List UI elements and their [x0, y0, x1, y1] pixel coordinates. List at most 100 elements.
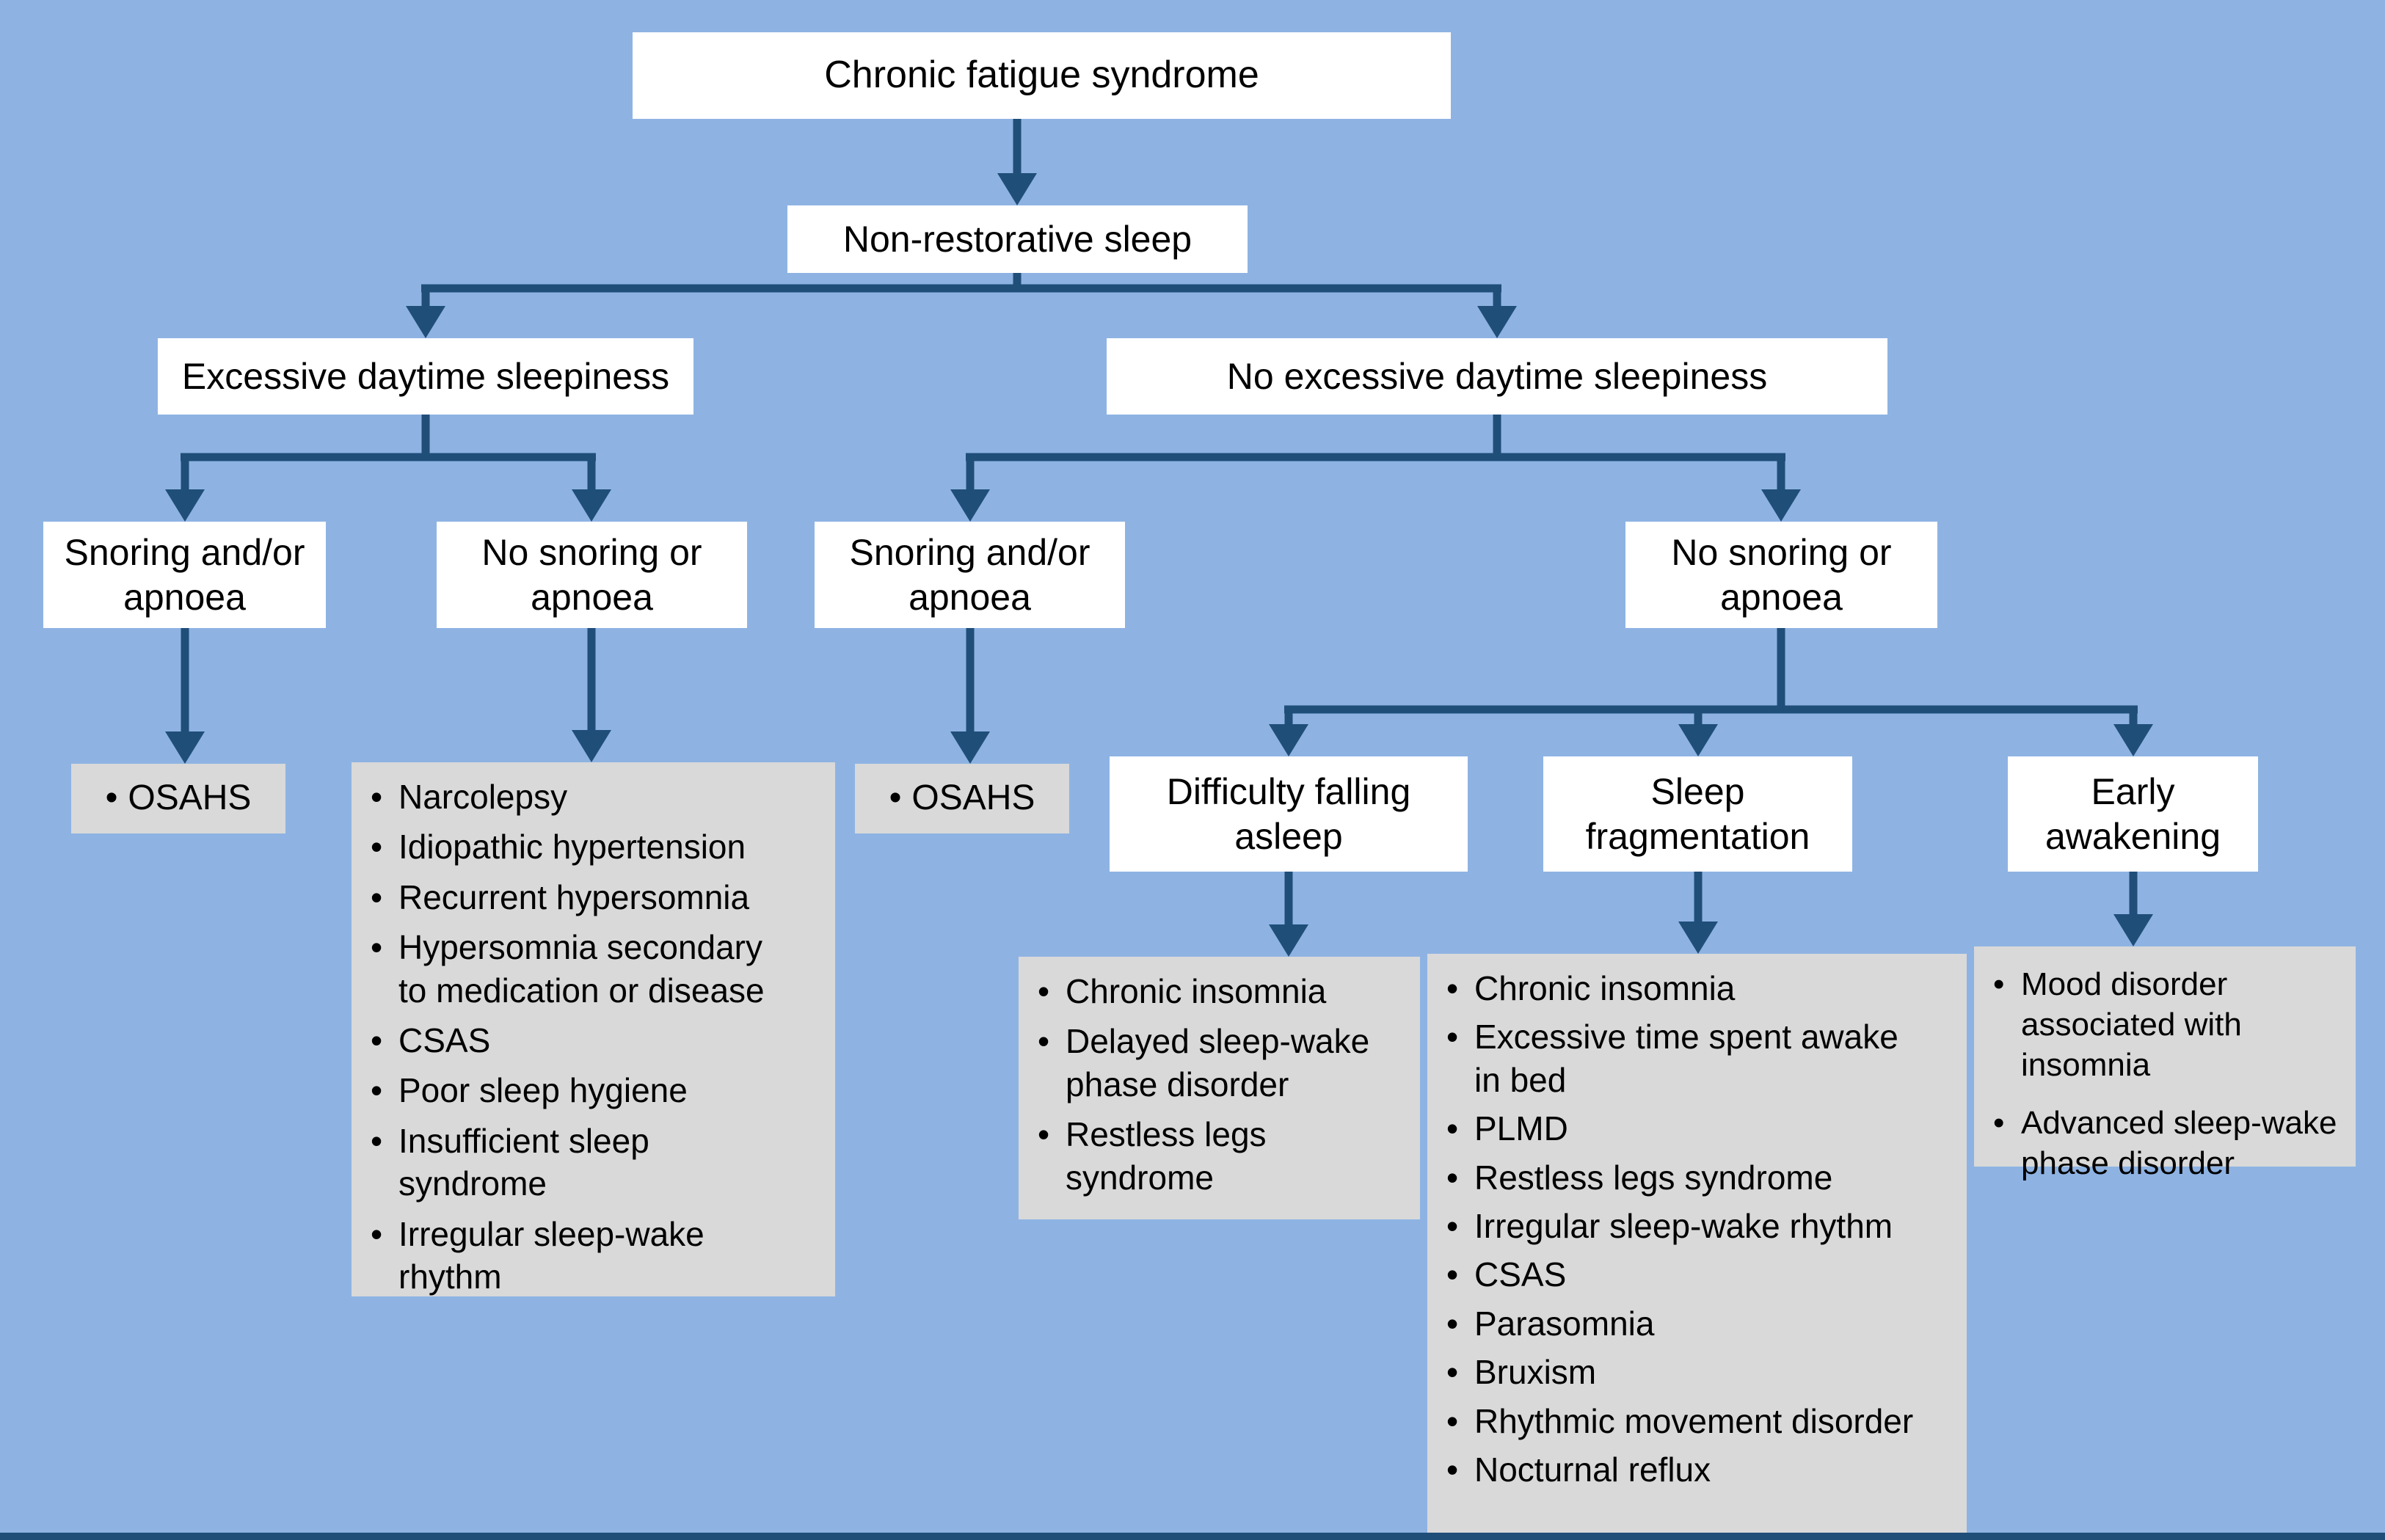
list-item-text: PLMD	[1474, 1109, 1568, 1148]
node-snoring-apnoea-left: Snoring and/or apnoea	[43, 522, 326, 628]
arrowhead-icon	[1678, 724, 1718, 756]
list-item: • Parasomnia	[1446, 1302, 1956, 1345]
list-item-text: Nocturnal reflux	[1474, 1450, 1711, 1489]
bullet-icon: •	[1446, 1353, 1459, 1392]
node-label: Early awakening	[2044, 770, 2221, 857]
arrowhead-icon	[997, 173, 1037, 205]
result-fragmentation-list: • Chronic insomnia • Excessive time spent a…	[1427, 954, 1967, 1536]
list-item: • Irregular sleep-wake rhythm	[1446, 1205, 1956, 1247]
bullet-icon: •	[1446, 1158, 1459, 1197]
list-item: • Recurrent hypersomnia	[371, 876, 825, 919]
list-item-text: Narcolepsy	[398, 778, 568, 816]
arrowhead-icon	[165, 489, 205, 522]
list-item-text: Recurrent hypersomnia	[398, 877, 750, 916]
list-item-text: Delayed sleep-wake phase disorder	[1066, 1022, 1370, 1103]
list-item-text: Excessive time spent awake in bed	[1474, 1018, 1898, 1099]
bullet-icon: •	[371, 1214, 383, 1253]
node-label: Excessive daytime sleepiness	[181, 355, 670, 397]
bullet-icon: •	[1446, 1018, 1459, 1057]
bullet-icon: •	[371, 1071, 383, 1110]
list-item: • Idiopathic hypertension	[371, 825, 825, 868]
result-difficulty-list: •Chronic insomnia • Delayed sleep-wake pha…	[1019, 957, 1420, 1219]
list-item-text: Parasomnia	[1474, 1304, 1655, 1343]
arrowhead-icon	[406, 306, 445, 338]
list-item-text: Idiopathic hypertension	[398, 828, 746, 866]
list-item-text: Hypersomnia secondary to medication or d…	[398, 928, 765, 1010]
list-item: •Restless legs syndrome	[1038, 1113, 1410, 1199]
bullet-icon: •	[1446, 969, 1459, 1007]
bullet-icon: •	[1993, 1105, 2005, 1141]
node-no-excessive-daytime-sleepiness: No excessive daytime sleepiness	[1107, 338, 1887, 415]
bullet-icon: •	[1993, 966, 2005, 1002]
list-item-text: Rhythmic movement disorder	[1474, 1401, 1914, 1440]
list-item: • CSAS	[1446, 1253, 1956, 1296]
list-item: • Advanced sleep-wake phase disorder	[1993, 1103, 2345, 1183]
list-item-text: Irregular sleep-wake rhythm	[1474, 1207, 1893, 1246]
node-label: Snoring and/or apnoea	[64, 531, 305, 618]
node-label: Snoring and/or apnoea	[849, 531, 1090, 618]
list-item: •PLMD	[1446, 1107, 1956, 1150]
list-item-text: CSAS	[398, 1021, 491, 1060]
node-label: Sleep fragmentation	[1585, 770, 1810, 857]
list-item-text: CSAS	[1474, 1255, 1567, 1294]
node-label: No excessive daytime sleepiness	[1226, 355, 1768, 397]
list-item: •Chronic insomnia	[1038, 970, 1410, 1012]
arrowhead-icon	[2113, 914, 2153, 946]
list-item-text: Bruxism	[1474, 1353, 1597, 1392]
arrowhead-icon	[1477, 306, 1517, 338]
list-item: •Poor sleep hygiene	[371, 1069, 825, 1112]
list-item: •OSAHS	[106, 776, 252, 821]
result-osahs-mid: •OSAHS	[855, 764, 1069, 833]
list-item: • Bruxism	[1446, 1351, 1956, 1393]
bullet-icon: •	[1446, 1304, 1459, 1343]
bullet-icon: •	[889, 778, 902, 818]
list-item-text: Restless legs syndrome	[1066, 1115, 1267, 1197]
list-item: • Irregular sleep-wake rhythm	[371, 1213, 825, 1299]
node-no-snoring-apnoea-left: No snoring or apnoea	[437, 522, 747, 628]
bullet-icon: •	[1446, 1255, 1459, 1294]
bullet-icon: •	[1446, 1207, 1459, 1246]
arrowhead-icon	[1678, 922, 1718, 954]
node-label: No snoring or apnoea	[481, 531, 702, 618]
list-item: • Restless legs syndrome	[1446, 1156, 1956, 1199]
bullet-icon: •	[1038, 1022, 1050, 1061]
arrowhead-icon	[1269, 924, 1308, 957]
list-item: •CSAS	[371, 1019, 825, 1062]
node-no-snoring-apnoea-right: No snoring or apnoea	[1625, 522, 1937, 628]
arrowhead-icon	[2113, 724, 2153, 756]
node-snoring-apnoea-mid: Snoring and/or apnoea	[815, 522, 1125, 628]
node-sleep-fragmentation: Sleep fragmentation	[1543, 756, 1852, 872]
list-item-text: Chronic insomnia	[1474, 969, 1736, 1007]
bullet-icon: •	[1446, 1401, 1459, 1440]
list-item-text: Restless legs syndrome	[1474, 1158, 1833, 1197]
list-item: • Mood disorder associated with insomnia	[1993, 964, 2345, 1085]
bottom-border-line	[0, 1533, 2385, 1540]
list-item-text: OSAHS	[128, 778, 252, 818]
bullet-icon: •	[105, 778, 118, 818]
node-label: Chronic fatigue syndrome	[824, 54, 1259, 97]
list-item-text: Mood disorder associated with insomnia	[2021, 966, 2242, 1083]
list-item: •Nocturnal reflux	[1446, 1448, 1956, 1491]
result-no-snoring-left-list: • Narcolepsy • Idiopathic hypertension • Recu…	[352, 762, 835, 1296]
list-item: •Hypersomnia secondary to medication or …	[371, 926, 825, 1012]
list-item: •OSAHS	[889, 776, 1035, 821]
arrowhead-icon	[950, 489, 990, 522]
node-early-awakening: Early awakening	[2008, 756, 2258, 872]
bullet-icon: •	[371, 877, 383, 916]
list-item: • Excessive time spent awake in bed	[1446, 1015, 1956, 1101]
node-chronic-fatigue-syndrome: Chronic fatigue syndrome	[633, 32, 1451, 119]
arrowhead-icon	[1761, 489, 1801, 522]
list-item-text: Irregular sleep-wake rhythm	[398, 1214, 704, 1296]
list-item: • Chronic insomnia	[1446, 967, 1956, 1010]
result-osahs-left: •OSAHS	[71, 764, 285, 833]
arrowhead-icon	[572, 730, 611, 762]
node-non-restorative-sleep: Non-restorative sleep	[787, 205, 1248, 273]
arrowhead-icon	[165, 731, 205, 764]
node-label: Non-restorative sleep	[842, 218, 1192, 260]
bullet-icon: •	[371, 828, 383, 866]
list-item-text: Insufficient sleep syndrome	[398, 1121, 649, 1203]
list-item-text: OSAHS	[911, 778, 1035, 818]
node-label: No snoring or apnoea	[1671, 531, 1892, 618]
list-item-text: Advanced sleep-wake phase disorder	[2021, 1105, 2337, 1181]
